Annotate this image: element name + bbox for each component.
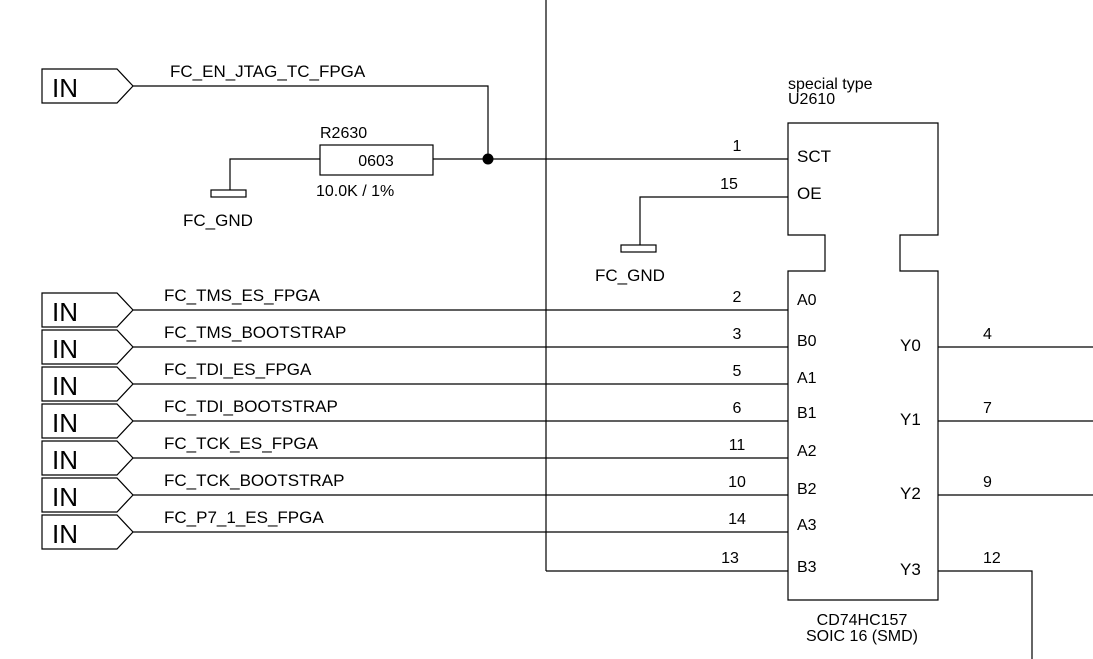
input-row: IN FC_TDI_BOOTSTRAP 6 B1: [41, 397, 817, 439]
port-symbol: [41, 329, 134, 365]
resistor-ref: R2630: [320, 125, 367, 142]
port-symbol: [41, 477, 134, 513]
pin-num-sct: 1: [733, 138, 742, 155]
port-label: IN: [52, 482, 78, 512]
output-row: Y3 12: [900, 550, 1033, 659]
pin-number: 5: [733, 363, 742, 380]
pin-number: 6: [733, 400, 742, 417]
output-rows: Y0 4Y1 7Y2 9Y3 12: [900, 326, 1093, 659]
port-symbol: [41, 403, 134, 439]
pin-number: 10: [728, 474, 746, 491]
resistor-value: 10.0K / 1%: [316, 183, 394, 200]
gnd-label-2: FC_GND: [595, 266, 665, 285]
port-symbol: [41, 292, 134, 328]
pin-num-oe: 15: [720, 176, 738, 193]
wire-en-jtag: [133, 85, 489, 159]
ic-ref: U2610: [788, 91, 835, 108]
pin-name: A3: [797, 517, 817, 534]
pin-number: 11: [729, 437, 746, 454]
pin-name: B1: [797, 405, 817, 422]
input-row: IN FC_TMS_ES_FPGA 2 A0: [41, 286, 817, 328]
pin-number: 9: [983, 474, 992, 491]
output-wire: [938, 570, 1033, 659]
net-label-en-jtag: FC_EN_JTAG_TC_FPGA: [170, 62, 366, 81]
port-label: IN: [52, 519, 78, 549]
port-label: IN: [52, 371, 78, 401]
pin-number: 12: [983, 550, 1001, 567]
net-label: FC_TDI_BOOTSTRAP: [164, 397, 338, 416]
output-row: Y1 7: [900, 400, 1093, 429]
pin-sct: SCT: [797, 147, 831, 166]
pin-name: A1: [797, 370, 817, 387]
top-enable-port: IN: [41, 68, 134, 104]
wire-resistor-gnd: [229, 158, 320, 190]
net-label: FC_TMS_BOOTSTRAP: [164, 323, 346, 342]
port-label: IN: [52, 445, 78, 475]
pin-name: Y0: [900, 336, 921, 355]
pin-name: B2: [797, 481, 817, 498]
pin-number: 4: [983, 326, 992, 343]
pin-name: B0: [797, 333, 817, 350]
ic-package: SOIC 16 (SMD): [806, 628, 918, 645]
pin-number: 7: [983, 400, 992, 417]
net-label: FC_TCK_BOOTSTRAP: [164, 471, 344, 490]
pin-name: A0: [797, 292, 817, 309]
input-row: IN FC_TDI_ES_FPGA 5 A1: [41, 360, 817, 402]
pin-number: 3: [733, 326, 742, 343]
ic-type: special type: [788, 76, 873, 93]
gnd-symbol-1: [210, 189, 247, 198]
pin-oe: OE: [797, 184, 822, 203]
port-label: IN: [52, 73, 78, 103]
ic-part: CD74HC157: [817, 612, 908, 629]
resistor-package: 0603: [358, 153, 394, 170]
port-label: IN: [52, 334, 78, 364]
ic-body: [787, 122, 939, 601]
pin-num-b3: 13: [721, 550, 739, 567]
port-symbol: [41, 440, 134, 476]
resistor-body: [319, 144, 434, 176]
output-row: Y0 4: [900, 326, 1093, 355]
junction-dot: [482, 153, 494, 165]
input-row: IN FC_TCK_ES_FPGA 11 A2: [41, 434, 817, 476]
net-label: FC_TCK_ES_FPGA: [164, 434, 319, 453]
port-label: IN: [52, 297, 78, 327]
input-row: IN FC_TCK_BOOTSTRAP 10 B2: [41, 471, 817, 513]
pin-name: Y3: [900, 560, 921, 579]
pin-name: A2: [797, 443, 817, 460]
net-label: FC_P7_1_ES_FPGA: [164, 508, 324, 527]
pin-name: Y1: [900, 410, 921, 429]
net-label: FC_TMS_ES_FPGA: [164, 286, 321, 305]
net-label: FC_TDI_ES_FPGA: [164, 360, 312, 379]
port-symbol: [41, 514, 134, 550]
pin-name: Y2: [900, 484, 921, 503]
wire-oe-gnd: [639, 196, 788, 245]
port-label: IN: [52, 408, 78, 438]
gnd-symbol-2: [620, 244, 657, 253]
output-row: Y2 9: [900, 474, 1093, 503]
port-symbol: [41, 366, 134, 402]
pin-b3: B3: [797, 559, 817, 576]
input-row: IN FC_P7_1_ES_FPGA 14 A3: [41, 508, 817, 550]
gnd-label-1: FC_GND: [183, 211, 253, 230]
input-row: IN FC_TMS_BOOTSTRAP 3 B0: [41, 323, 817, 365]
pin-number: 14: [728, 511, 746, 528]
pin-number: 2: [733, 289, 742, 306]
